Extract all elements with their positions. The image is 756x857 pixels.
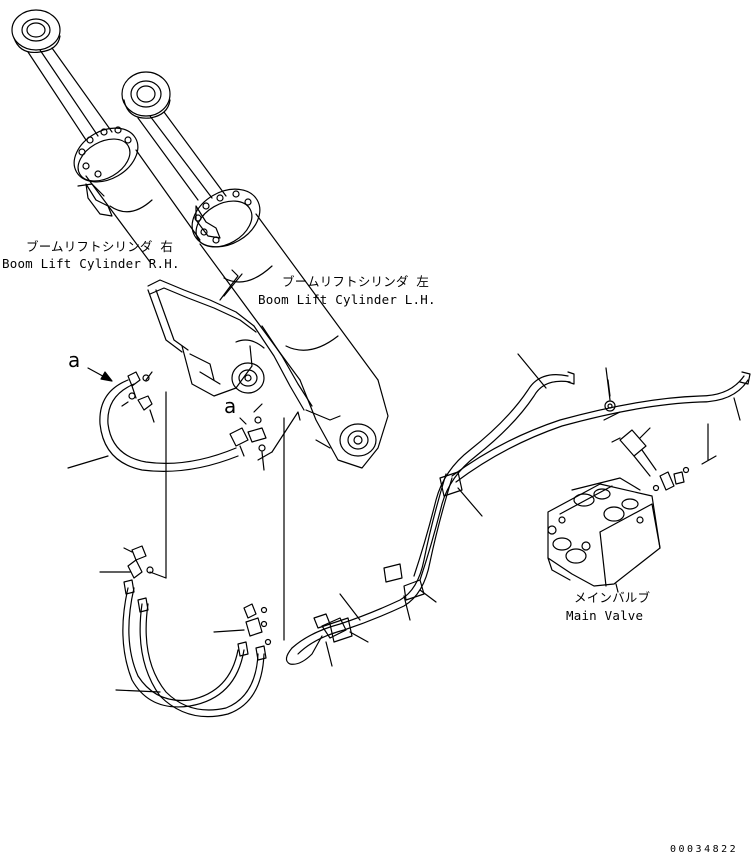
boom-lift-cylinder-rh (12, 10, 200, 262)
valve-fittings (654, 424, 717, 491)
cyl-rh-label-jp: ブームリフトシリンダ 右 (26, 239, 174, 254)
cyl-rh-label-en: Boom Lift Cylinder R.H. (2, 256, 180, 271)
cyl-lh-label-jp: ブームリフトシリンダ 左 (282, 274, 430, 289)
bolt-and-washer (604, 368, 656, 476)
routing-lines (150, 392, 300, 640)
detail-marker-a-left: a (68, 348, 81, 372)
main-valve-label-jp: メインバルブ (574, 590, 651, 605)
lower-left-hoses (100, 546, 271, 717)
boom-lift-cylinder-lh (122, 72, 388, 468)
detail-marker-a-center: a (224, 394, 237, 418)
cyl-lh-label-en: Boom Lift Cylinder L.H. (258, 292, 436, 307)
main-valve (548, 478, 660, 592)
steel-tubes (286, 354, 750, 666)
drawing-serial-number: 00034822 (670, 844, 739, 855)
detail-a-hose (68, 368, 266, 471)
main-valve-label-en: Main Valve (566, 608, 644, 623)
rh-cylinder-base-piping (148, 270, 312, 410)
